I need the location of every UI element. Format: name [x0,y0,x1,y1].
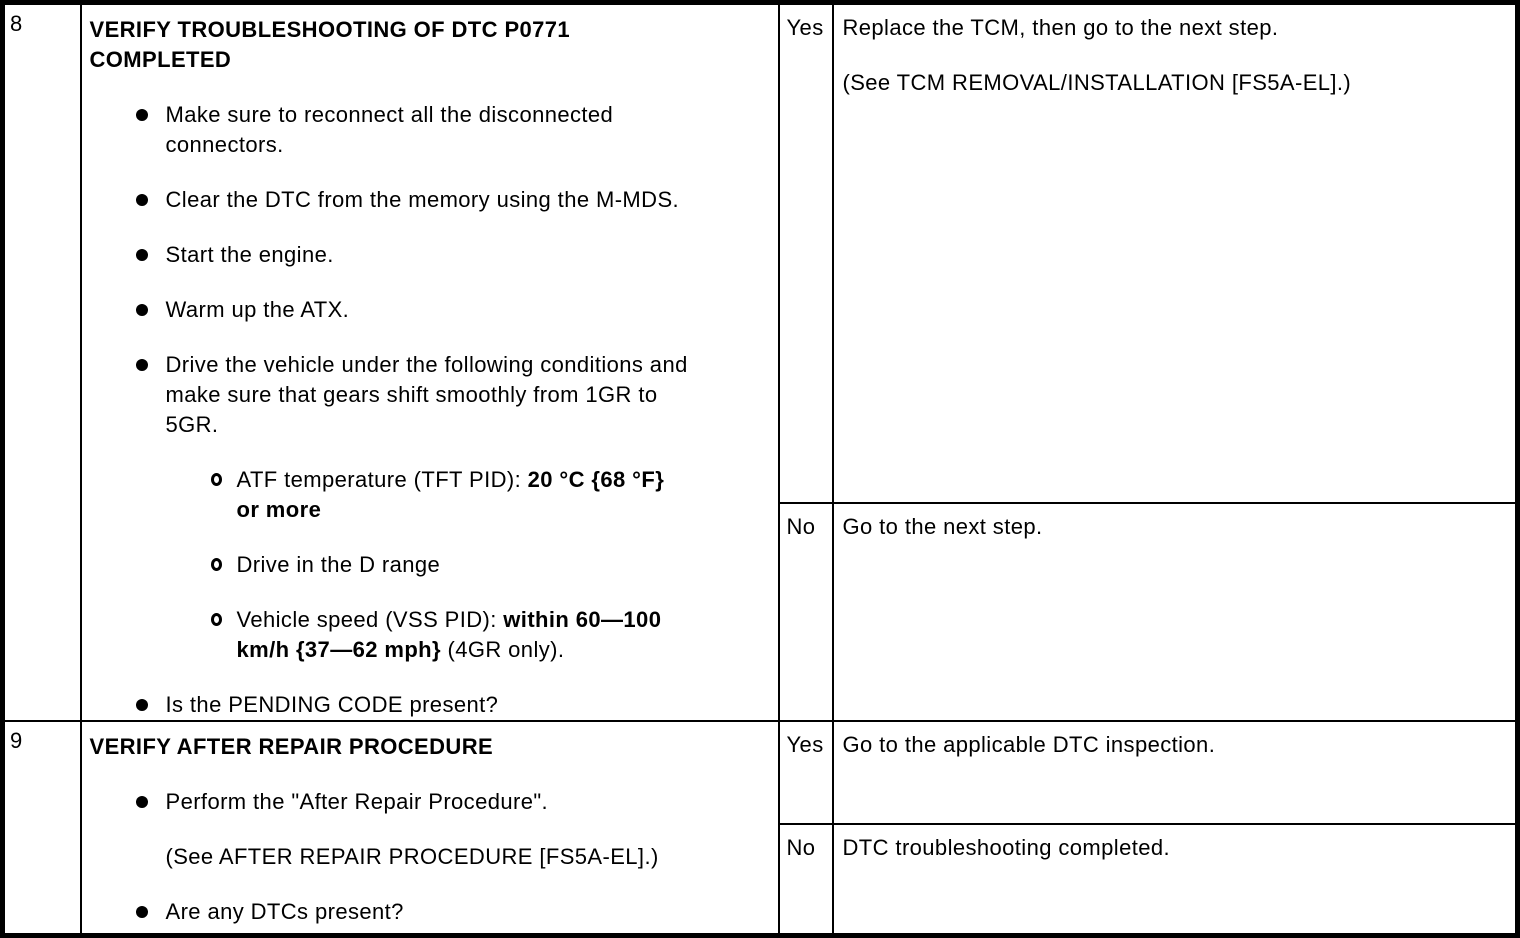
text-line: Start the engine. [165,242,334,267]
list-item: Is the PENDING CODE present? [135,690,770,720]
table-row-step9-no: No DTC troubleshooting completed. [3,823,1519,937]
step-number: 8 [10,11,23,36]
table-row-step8-no: No Go to the next step. [3,502,1519,722]
condition-value: 20 °C {68 °F} [527,467,665,492]
list-item: Start the engine. [135,240,770,270]
list-item-text: Perform the "After Repair Procedure". [166,787,549,817]
text-line: Drive in the D range [236,552,441,577]
list-item: Are any DTCs present? [135,897,770,927]
text-line: make sure that gears shift smoothly from… [165,382,658,407]
condition-label: Vehicle speed (VSS PID): [236,607,504,632]
answer-cell-no: No [777,823,834,937]
bullet-icon [135,249,148,261]
sub-list-item-text: ATF temperature (TFT PID): 20 °C {68 °F}… [237,465,665,525]
list-item-text: Is the PENDING CODE present? [166,690,499,720]
text-line: 5GR. [165,412,219,437]
action-title: VERIFY AFTER REPAIR PROCEDURE [88,732,770,762]
sub-list-item-text: Vehicle speed (VSS PID): within 60—100 k… [237,605,662,665]
result-text: Replace the TCM, then go to the next ste… [842,15,1279,40]
answer-cell-no: No [777,502,834,722]
result-text: DTC troubleshooting completed. [842,835,1170,860]
list-item: Clear the DTC from the memory using the … [135,185,770,215]
text-line: Drive the vehicle under the following co… [165,352,688,377]
result-text: Go to the next step. [842,514,1043,540]
circle-bullet-icon [210,558,222,571]
table-row-step8-yes: 8 VERIFY TROUBLESHOOTING OF DTC P0771 CO… [1,1,1519,722]
condition-value: or more [236,497,322,522]
condition-label: (4GR only). [440,637,565,662]
step-number-cell: 9 [1,720,82,937]
list-item-text: Drive the vehicle under the following co… [166,350,688,440]
result-text: Go to the applicable DTC inspection. [842,732,1216,757]
text-line: ATF temperature (TFT PID): 20 °C {68 °F} [237,465,665,495]
sub-list-item-text: Drive in the D range [237,550,441,580]
bullet-icon [135,304,148,316]
reference-note: (See AFTER REPAIR PROCEDURE [FS5A-EL].) [165,844,659,869]
sub-list-item: Vehicle speed (VSS PID): within 60—100 k… [210,605,770,665]
text-line: or more [237,495,665,525]
table-row-step9-yes: 9 VERIFY AFTER REPAIR PROCEDURE Perform … [1,720,1519,937]
answer-label: No [786,514,816,540]
text-line: Perform the "After Repair Procedure". [165,789,549,814]
result-cell: Replace the TCM, then go to the next ste… [831,1,1519,505]
action-title-line: VERIFY AFTER REPAIR PROCEDURE [89,734,494,759]
result-reference: (See TCM REMOVAL/INSTALLATION [FS5A-EL].… [842,70,1352,95]
circle-bullet-icon [210,473,222,486]
answer-label: Yes [786,732,824,757]
question-text: Is the PENDING CODE present? [165,692,499,717]
result-cell: Go to the next step. [831,502,1519,722]
answer-cell-yes: Yes [777,720,834,825]
answer-cell-yes: Yes [777,1,834,505]
bullet-icon [135,194,148,206]
sub-list-item: ATF temperature (TFT PID): 20 °C {68 °F}… [210,465,770,525]
bullet-icon [135,109,148,121]
list-item-text: Start the engine. [166,240,334,270]
step-number-cell: 8 [1,1,82,722]
question-text: Are any DTCs present? [165,899,404,924]
list-item-text: Are any DTCs present? [166,897,404,927]
answer-label: No [786,835,816,860]
action-title: VERIFY TROUBLESHOOTING OF DTC P0771 COMP… [88,15,770,75]
list-item-text: Make sure to reconnect all the disconnec… [166,100,614,160]
action-title-line: COMPLETED [89,47,232,72]
action-cell: VERIFY AFTER REPAIR PROCEDURE Perform th… [79,720,780,937]
condition-label: ATF temperature (TFT PID): [236,467,528,492]
condition-value: km/h {37—62 mph} [236,637,441,662]
list-item: Drive the vehicle under the following co… [135,350,770,440]
list-item: Perform the "After Repair Procedure". [135,787,770,817]
sub-list-item: Drive in the D range [210,550,770,580]
text-line: connectors. [165,132,284,157]
bullet-icon [135,796,148,808]
text-line: Vehicle speed (VSS PID): within 60—100 [237,605,662,635]
bullet-icon [135,906,148,918]
result-cell: DTC troubleshooting completed. [831,823,1519,937]
circle-bullet-icon [210,613,222,626]
bullet-icon [135,699,148,711]
bullet-icon [135,359,148,371]
list-item: Warm up the ATX. [135,295,770,325]
action-title-line: VERIFY TROUBLESHOOTING OF DTC P0771 [89,17,571,42]
list-item-text: Clear the DTC from the memory using the … [166,185,680,215]
list-item: Make sure to reconnect all the disconnec… [135,100,770,160]
text-line: Make sure to reconnect all the disconnec… [165,102,614,127]
action-cell: VERIFY TROUBLESHOOTING OF DTC P0771 COMP… [79,1,780,722]
text-line: Clear the DTC from the memory using the … [165,187,680,212]
text-line: km/h {37—62 mph} (4GR only). [237,635,662,665]
condition-value: within 60—100 [503,607,662,632]
result-cell: Go to the applicable DTC inspection. [831,720,1519,825]
step-number: 9 [10,728,23,753]
answer-label: Yes [786,15,824,40]
list-item-text: Warm up the ATX. [166,295,350,325]
text-line: Warm up the ATX. [165,297,350,322]
